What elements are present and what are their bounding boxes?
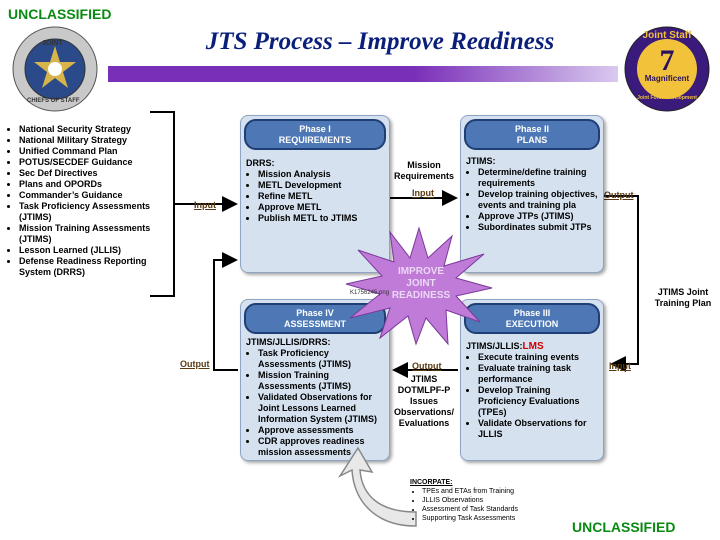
incorporate-heading: INCORPATE: xyxy=(410,479,453,486)
phase-1-item: Approve METL xyxy=(258,202,386,213)
logo-top-text: Joint Staff xyxy=(642,30,692,41)
phase-4-title: ASSESSMENT xyxy=(283,319,346,329)
input-item: Defense Readiness Reporting System (DRRS… xyxy=(19,256,170,278)
input-item: Unified Command Plan xyxy=(19,146,170,157)
phase-4-heading: JTIMS/JLLIS/DRRS: xyxy=(246,337,331,347)
jtims-jtp-label: JTIMS Joint Training Plan xyxy=(654,287,712,308)
phase-3-heading-line: JTIMS/JLLIS:LMS xyxy=(466,341,601,352)
phase-1-number: Phase I xyxy=(299,124,331,134)
logo-middle-text: Magnificent xyxy=(644,74,690,83)
phase-1-item: Refine METL xyxy=(258,191,386,202)
phase-2-number: Phase II xyxy=(514,124,550,134)
phase-1-title: REQUIREMENTS xyxy=(278,135,352,145)
phase-1-body: DRRS: Mission Analysis METL Development … xyxy=(246,158,386,224)
starburst-label: IMPROVE JOINT READINESS xyxy=(391,266,451,301)
phase-3-item: Validate Observations for JLLIS xyxy=(478,418,601,440)
phase-3-heading: JTIMS/JLLIS: xyxy=(466,341,523,351)
phase-2-header: Phase II PLANS xyxy=(464,119,600,150)
joint-chiefs-seal-icon xyxy=(12,26,98,112)
input-item: Sec Def Directives xyxy=(19,168,170,179)
phase-2-item: Subordinates submit JTPs xyxy=(478,222,600,233)
phase-4-item: Mission Training Assessments (JTIMS) xyxy=(258,370,387,392)
input-item: Mission Training Assessments (JTIMS) xyxy=(19,223,170,245)
phase-3-item: Evaluate training task performance xyxy=(478,363,601,385)
phase-4-item: Approve assessments xyxy=(258,425,387,436)
classification-bottom: UNCLASSIFIED xyxy=(572,519,676,535)
output-left-label: Output xyxy=(180,359,210,369)
incorporate-item: JLLIS Observations xyxy=(422,496,550,505)
incorporate-item: Assessment of Task Standards xyxy=(422,505,550,514)
phase-3-number: Phase III xyxy=(513,308,551,318)
phase-4-number: Phase IV xyxy=(296,308,334,318)
phase-2-body: JTIMS: Determine/define training require… xyxy=(466,156,600,233)
phase-3-header: Phase III EXECUTION xyxy=(464,303,600,334)
phase-3-body: JTIMS/JLLIS:LMS Execute training events … xyxy=(466,341,601,440)
phase-2-item: Determine/define training requirements xyxy=(478,167,600,189)
logo-number: 7 xyxy=(659,44,675,77)
phase-1-box: Phase I REQUIREMENTS DRRS: Mission Analy… xyxy=(240,115,390,273)
output-mid-label: Output xyxy=(412,361,442,371)
phase-2-item: Develop training objectives, events and … xyxy=(478,189,600,211)
phase-1-item: METL Development xyxy=(258,180,386,191)
small-image-id: K1756245.png xyxy=(350,290,390,296)
phase-3-item: Develop Training Proficiency Evaluations… xyxy=(478,385,601,418)
input-item: POTUS/SECDEF Guidance xyxy=(19,157,170,168)
joint-staff-logo-icon xyxy=(624,26,710,112)
dotmlpf-label: JTIMS DOTMLPF-P Issues Observations/ Eva… xyxy=(393,374,455,428)
input-left-label: Input xyxy=(194,200,216,210)
incorporate-item: Supporting Task Assessments xyxy=(422,514,550,523)
seal-bottom-text: CHIEFS OF STAFF xyxy=(27,98,80,104)
output-right-top-label: Output xyxy=(604,190,634,200)
incorporate-note: INCORPATE: TPEs and ETAs from Training J… xyxy=(410,478,550,523)
phase-3-item: Execute training events xyxy=(478,352,601,363)
phase-3-box: Phase III EXECUTION JTIMS/JLLIS:LMS Exec… xyxy=(460,299,604,461)
classification-top: UNCLASSIFIED xyxy=(8,6,112,22)
phase-4-item: Validated Observations for Joint Lessons… xyxy=(258,392,387,425)
phase-2-title: PLANS xyxy=(516,135,548,145)
input-item: Commander’s Guidance xyxy=(19,190,170,201)
input-item: Plans and OPORDs xyxy=(19,179,170,190)
logo-bottom-text: Joint Force Development xyxy=(637,95,697,101)
phase-4-item: CDR approves readiness mission assessmen… xyxy=(258,436,387,458)
phase-2-item: Approve JTPs (JTIMS) xyxy=(478,211,600,222)
starburst-icon xyxy=(344,226,494,346)
inputs-list: National Security Strategy National Mili… xyxy=(6,124,170,278)
phase-2-box: Phase II PLANS JTIMS: Determine/define t… xyxy=(460,115,604,273)
input-mid-label: Input xyxy=(412,188,434,198)
phase-4-item: Task Proficiency Assessments (JTIMS) xyxy=(258,348,387,370)
page-title: JTS Process – Improve Readiness xyxy=(205,28,555,55)
phase-4-body: JTIMS/JLLIS/DRRS: Task Proficiency Asses… xyxy=(246,337,387,458)
phase-1-header: Phase I REQUIREMENTS xyxy=(244,119,386,150)
mission-requirements-label: Mission Requirements xyxy=(393,160,455,181)
phase-2-heading: JTIMS: xyxy=(466,156,496,166)
phase-1-item: Publish METL to JTIMS xyxy=(258,213,386,224)
title-underline-bar xyxy=(108,66,618,82)
lms-label: LMS xyxy=(522,341,544,352)
incorporate-item: TPEs and ETAs from Training xyxy=(422,487,550,496)
curved-arrow-icon xyxy=(336,446,420,530)
input-item: Task Proficiency Assessments (JTIMS) xyxy=(19,201,170,223)
input-item: Lesson Learned (JLLIS) xyxy=(19,245,170,256)
phase-3-title: EXECUTION xyxy=(505,319,559,329)
input-right-bottom-label: Input xyxy=(609,361,631,371)
phase-1-item: Mission Analysis xyxy=(258,169,386,180)
seal-top-text: JOINT xyxy=(42,40,63,47)
input-item: National Security Strategy xyxy=(19,124,170,135)
phase-1-heading: DRRS: xyxy=(246,158,275,168)
input-item: National Military Strategy xyxy=(19,135,170,146)
